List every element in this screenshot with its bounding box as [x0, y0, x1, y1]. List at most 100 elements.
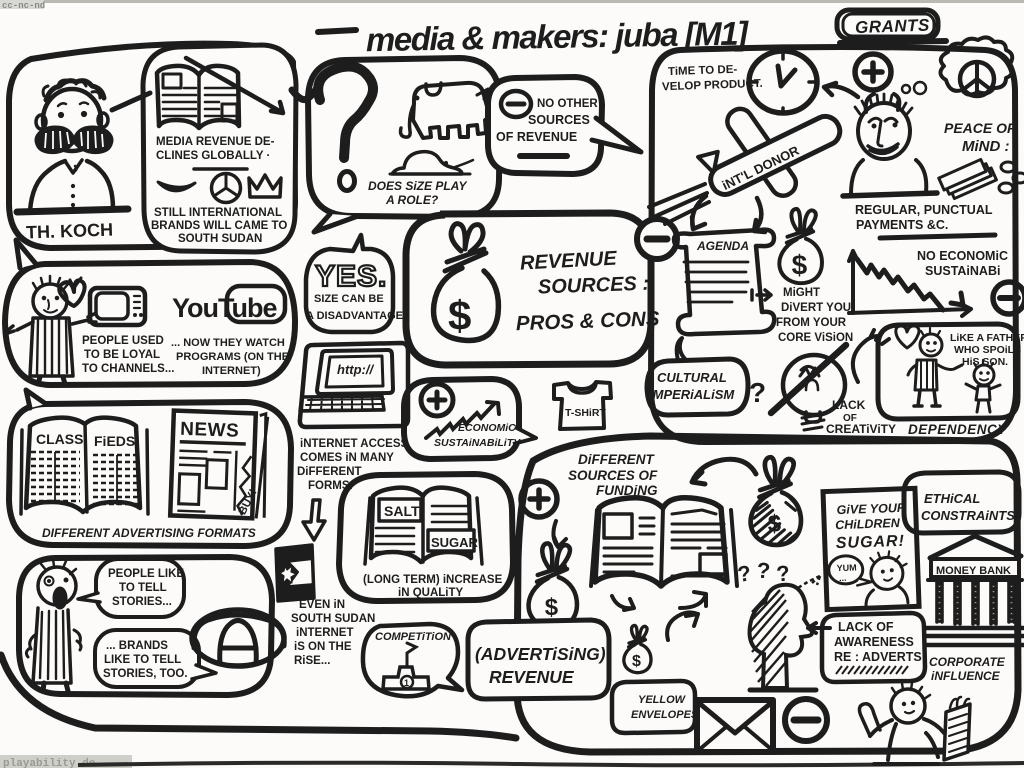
svg-text:PEOPLE LIKE: PEOPLE LIKE: [108, 568, 184, 580]
svg-text:OF REVENUE: OF REVENUE: [496, 130, 577, 144]
svg-text:LiKE A FATHER: LiKE A FATHER: [950, 332, 1024, 344]
svg-text:PEOPLE USED: PEOPLE USED: [82, 335, 164, 347]
svg-text:iMPERiALiSM: iMPERiALiSM: [649, 387, 735, 402]
svg-text:STORIES, TOO.: STORIES, TOO.: [103, 668, 188, 680]
svg-text:DEPENDENCY: DEPENDENCY: [908, 422, 1008, 437]
svg-text:... BRANDS: ... BRANDS: [106, 640, 168, 652]
svg-text:DOES SiZE PLAY: DOES SiZE PLAY: [368, 179, 467, 193]
svg-text:ECONOMiC: ECONOMiC: [458, 422, 516, 434]
svg-text:CLINES GLOBALLY ·: CLINES GLOBALLY ·: [156, 150, 270, 162]
svg-text:COMES iN MANY: COMES iN MANY: [300, 452, 394, 464]
svg-text:AGENDA: AGENDA: [696, 239, 749, 253]
svg-text:PAYMENTS &C.: PAYMENTS &C.: [856, 218, 948, 232]
svg-text:?: ?: [736, 560, 753, 587]
svg-text:YouTube: YouTube: [172, 293, 277, 323]
svg-text:MEDIA REVENUE DE-: MEDIA REVENUE DE-: [156, 136, 275, 148]
svg-text:CONSTRAiNTS: CONSTRAiNTS: [921, 508, 1015, 523]
svg-text:YELLOW: YELLOW: [638, 694, 687, 706]
svg-text:GRANTS: GRANTS: [855, 16, 931, 38]
svg-text:SUSTAiNABi: SUSTAiNABi: [925, 264, 1000, 278]
svg-text:TO BE LOYAL: TO BE LOYAL: [84, 349, 160, 361]
svg-text:NO OTHER: NO OTHER: [537, 98, 598, 110]
svg-text:WHO SPOiLS: WHO SPOiLS: [954, 344, 1021, 356]
svg-text:media & makers: juba [M1]: media & makers: juba [M1]: [366, 15, 750, 59]
svg-text:$: $: [545, 594, 559, 621]
svg-text:iNTERNET: iNTERNET: [296, 627, 354, 639]
svg-text:MONEY BANK: MONEY BANK: [936, 565, 1011, 577]
svg-text:?: ?: [756, 558, 771, 584]
svg-text:http://: http://: [337, 362, 374, 377]
svg-text:(ADVERTiSiNG): (ADVERTiSiNG): [475, 644, 606, 664]
svg-text:SOUTH SUDAN: SOUTH SUDAN: [178, 233, 262, 245]
svg-text:REVENUE: REVENUE: [519, 248, 617, 275]
svg-text:SOURCES: SOURCES: [528, 113, 590, 127]
svg-text:HiS SON.: HiS SON.: [962, 356, 1008, 368]
svg-text:ETHiCAL: ETHiCAL: [924, 491, 980, 506]
svg-text:$: $: [448, 292, 471, 339]
svg-text:CREATiViTY: CREATiViTY: [826, 422, 896, 436]
svg-text:$: $: [632, 653, 641, 670]
svg-text:(LONG TERM) iNCREASE: (LONG TERM) iNCREASE: [363, 574, 503, 586]
svg-text:NEWS: NEWS: [180, 419, 240, 442]
svg-text:NO ECONOMiC: NO ECONOMiC: [917, 249, 1008, 263]
svg-text:PROS & CONS: PROS & CONS: [516, 307, 661, 335]
svg-text:VELOP PRODUCT.: VELOP PRODUCT.: [662, 78, 763, 94]
svg-text:LACK: LACK: [832, 398, 866, 412]
svg-text:STILL INTERNATIONAL: STILL INTERNATIONAL: [154, 207, 282, 219]
svg-text:?: ?: [749, 377, 766, 408]
svg-text:DiVERT YOU: DiVERT YOU: [781, 302, 851, 314]
svg-text:SUGAR!: SUGAR!: [836, 533, 906, 552]
svg-text:AWARENESS: AWARENESS: [834, 635, 914, 649]
svg-text:PEACE OF: PEACE OF: [944, 120, 1016, 136]
svg-text:LACK OF: LACK OF: [838, 620, 894, 634]
svg-text:RiSE...: RiSE...: [294, 655, 330, 667]
svg-text:iN QUALiTY: iN QUALiTY: [398, 587, 463, 599]
svg-text:$: $: [768, 510, 782, 537]
svg-text:BRANDS WILL CAME TO: BRANDS WILL CAME TO: [151, 220, 287, 232]
svg-text:SUGAR: SUGAR: [431, 535, 479, 550]
svg-text:iNFLUENCE: iNFLUENCE: [931, 669, 1001, 683]
svg-text:YES.: YES.: [315, 260, 387, 293]
svg-text:YUM: YUM: [837, 562, 857, 573]
svg-text:CORE ViSiON: CORE ViSiON: [778, 332, 853, 344]
svg-text:FiEDS: FiEDS: [94, 433, 135, 449]
svg-text:A ROLE?: A ROLE?: [385, 193, 439, 207]
svg-text:cc-nc-nd: cc-nc-nd: [2, 1, 45, 11]
svg-text:TO CHANNELS...: TO CHANNELS...: [82, 363, 174, 375]
svg-text:TiME TO DE-: TiME TO DE-: [668, 64, 738, 78]
svg-text:SOURCES :: SOURCES :: [538, 273, 650, 299]
svg-text:A DISADVANTAGE: A DISADVANTAGE: [306, 310, 403, 322]
svg-text:PROGRAMS (ON THE: PROGRAMS (ON THE: [176, 351, 289, 363]
svg-text:1: 1: [404, 678, 409, 688]
svg-text:SOURCES OF: SOURCES OF: [568, 468, 658, 483]
svg-text:TH. KOCH: TH. KOCH: [26, 220, 114, 243]
svg-text:... NOW THEY WATCH: ... NOW THEY WATCH: [171, 337, 285, 349]
svg-text:T-SHiRT: T-SHiRT: [565, 407, 606, 419]
svg-text:CORPORATE: CORPORATE: [929, 655, 1006, 669]
svg-text:DiFFERENT: DiFFERENT: [297, 466, 362, 478]
svg-text:ENVELOPES: ENVELOPES: [631, 709, 699, 721]
svg-text:iNTERNET ACCESS: iNTERNET ACCESS: [300, 438, 409, 450]
svg-text:RE : ADVERTS: RE : ADVERTS: [834, 650, 922, 664]
svg-text:FUNDiNG: FUNDiNG: [596, 483, 658, 498]
svg-text:FROM YOUR: FROM YOUR: [776, 317, 847, 329]
svg-text:SALT: SALT: [384, 503, 420, 519]
svg-text:INTERNET): INTERNET): [202, 365, 261, 377]
svg-text:$: $: [792, 250, 808, 281]
svg-text:CLASSi: CLASSi: [36, 431, 87, 447]
svg-text:REGULAR, PUNCTUAL: REGULAR, PUNCTUAL: [855, 203, 993, 217]
svg-text:OF: OF: [843, 413, 857, 424]
svg-text:SIZE CAN BE: SIZE CAN BE: [314, 293, 384, 305]
svg-text:SOUTH SUDAN: SOUTH SUDAN: [291, 613, 375, 625]
svg-text:REVENUE: REVENUE: [489, 667, 575, 687]
svg-text:EVEN iN: EVEN iN: [299, 599, 345, 611]
svg-text:MiGHT: MiGHT: [783, 287, 820, 299]
svg-text:FORMS.: FORMS.: [308, 480, 353, 492]
svg-text:CULTURAL: CULTURAL: [657, 370, 727, 385]
svg-text:?: ?: [775, 560, 791, 586]
svg-text:playability.de: playability.de: [3, 758, 96, 768]
svg-text:CHiLDREN: CHiLDREN: [835, 516, 901, 532]
svg-text:DiFFERENT: DiFFERENT: [578, 452, 656, 467]
svg-text:GiVE YOUR: GiVE YOUR: [836, 501, 906, 517]
svg-text:DIFFERENT ADVERTISING FORMATS: DIFFERENT ADVERTISING FORMATS: [42, 526, 256, 540]
